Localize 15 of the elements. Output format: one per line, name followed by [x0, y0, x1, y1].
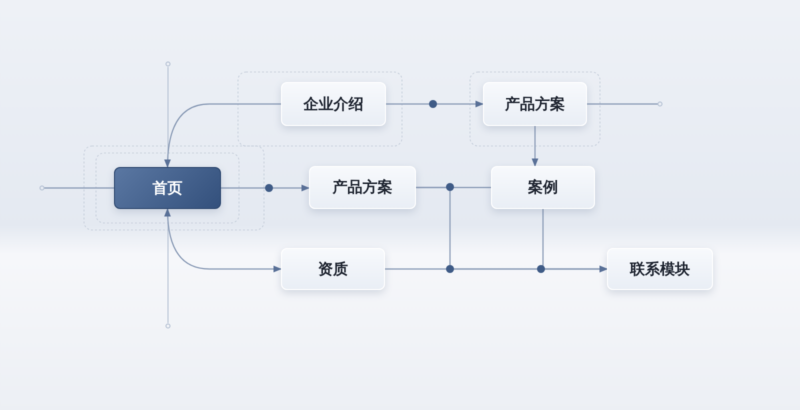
guide-line: [44, 187, 114, 189]
page-box: 联系模块: [607, 248, 713, 290]
page-box: 资质: [281, 248, 385, 290]
connector-arrow: [164, 103, 281, 168]
page-box: 案例: [491, 166, 595, 209]
connector-arrow: [164, 208, 282, 272]
page-box: 产品方案: [309, 166, 416, 209]
connector-arrow: [221, 184, 310, 192]
page-box: 企业介绍: [281, 82, 386, 126]
page-box: 产品方案: [483, 82, 587, 126]
connector-arrow: [532, 126, 538, 167]
home-box: 首页: [114, 167, 221, 209]
guide-line: [587, 103, 658, 105]
connector-arrow: [386, 100, 484, 108]
connector-arrow: [542, 209, 608, 272]
